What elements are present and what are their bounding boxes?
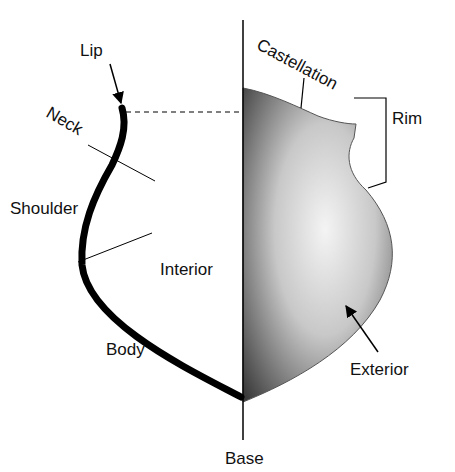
rim-label: Rim (392, 110, 422, 127)
interior-label: Interior (160, 261, 213, 278)
neck-label: Neck (44, 104, 86, 138)
center-line (242, 20, 244, 440)
rim-bracket (354, 98, 386, 188)
base-label: Base (225, 450, 264, 467)
exterior-label: Exterior (350, 361, 409, 378)
castellation-label: Castellation (254, 36, 340, 93)
lip-arrow (110, 64, 121, 103)
body-label: Body (106, 341, 145, 358)
vessel-profile (82, 108, 241, 397)
neck-tick (88, 145, 155, 181)
castellation-leader (301, 78, 304, 108)
shoulder-tick (78, 233, 152, 262)
vessel-exterior (243, 88, 392, 402)
lip-label: Lip (80, 42, 103, 59)
shoulder-label: Shoulder (10, 200, 78, 217)
dashed-line (126, 111, 243, 112)
exterior-arrow (346, 306, 378, 352)
